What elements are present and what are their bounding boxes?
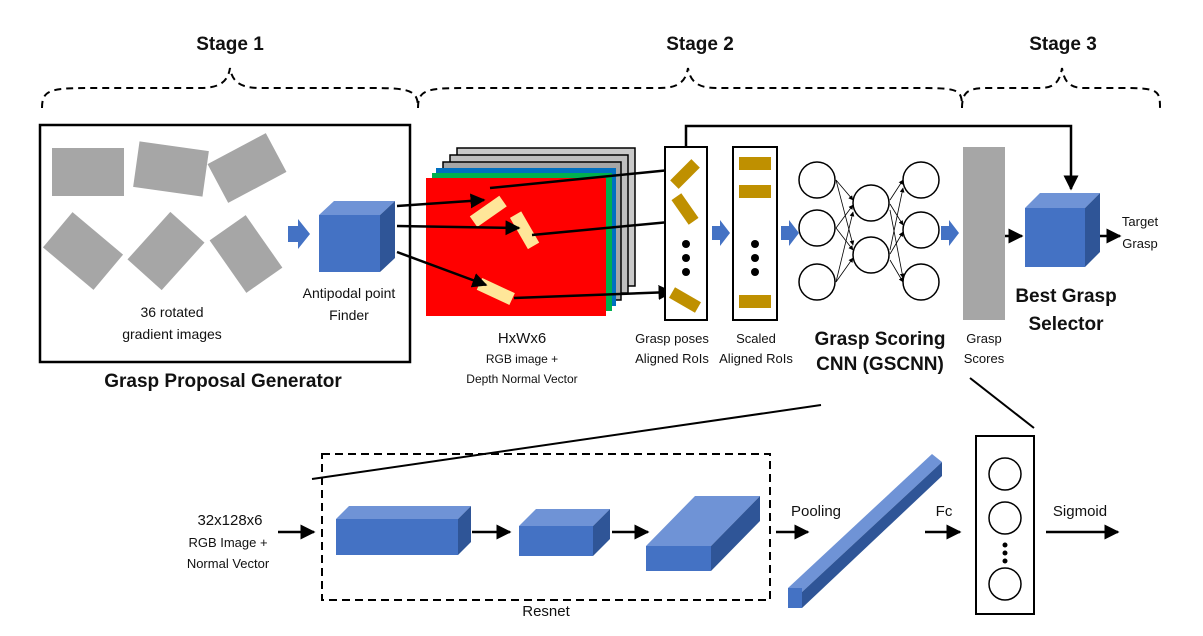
network-node <box>902 263 940 301</box>
grasp-proposal-marker <box>469 195 507 228</box>
stage2-brace <box>417 67 963 109</box>
stage1-brace <box>41 67 419 109</box>
zoom-line <box>969 377 1035 429</box>
stage3-brace <box>961 67 1161 109</box>
ellipsis-dot <box>751 268 759 276</box>
network-node <box>798 263 836 301</box>
grasp-scores-bar <box>963 147 1005 320</box>
aligned-roi <box>669 287 701 313</box>
target-grasp-label-line1: Target <box>1122 214 1159 229</box>
proposal-arrow <box>396 193 486 209</box>
stage3-label: Stage 3 <box>1029 34 1097 55</box>
flow-arrow <box>288 219 310 249</box>
gscnn-network <box>798 161 940 301</box>
scaled-roi <box>739 185 771 198</box>
aligned-rois-label-line2: Aligned RoIs <box>635 351 709 366</box>
roi-arrow <box>489 162 682 190</box>
zoom-line <box>311 404 822 480</box>
selector-title-line1: Best Grasp <box>1015 286 1116 307</box>
pooling-label: Pooling <box>791 503 841 520</box>
grasp-scores-label-line1: Grasp <box>966 331 1001 346</box>
network-node <box>852 184 890 222</box>
network-node <box>798 161 836 199</box>
finder-label-line1: Antipodal point <box>303 285 396 301</box>
feedback-connector <box>684 124 1079 191</box>
gradient-caption-line2: gradient images <box>122 326 222 342</box>
gradient-image <box>42 212 124 290</box>
network-node <box>902 211 940 249</box>
network-node <box>798 209 836 247</box>
resnet-block <box>336 506 471 555</box>
gradient-caption-line1: 36 rotated <box>140 304 203 320</box>
ellipsis-dot <box>751 240 759 248</box>
gradient-image <box>207 133 287 203</box>
network-node <box>852 236 890 274</box>
gradient-image <box>133 141 209 197</box>
detail-input-desc-line2: Normal Vector <box>187 556 270 571</box>
scaled-roi <box>739 157 771 170</box>
scaled-rois-label-line2: Aligned RoIs <box>719 351 793 366</box>
resnet-box <box>321 453 771 601</box>
proposal-arrow <box>396 220 521 236</box>
gscnn-title-line1: Grasp Scoring <box>815 329 946 350</box>
gradient-image <box>209 215 283 293</box>
aligned-rois-label-line1: Grasp poses <box>635 331 709 346</box>
fc-neuron <box>988 567 1022 601</box>
target-grasp-label-line2: Grasp <box>1122 236 1157 251</box>
proposal-arrow <box>396 250 488 288</box>
proposal-generator-box <box>38 123 412 364</box>
finder-label-line2: Finder <box>329 307 369 323</box>
fc-neuron <box>988 457 1022 491</box>
gradient-image <box>52 148 124 196</box>
scaled-rois <box>739 157 771 308</box>
fc-neurons <box>988 457 1022 601</box>
roi-arrow <box>531 214 682 237</box>
fc-label: Fc <box>936 503 953 520</box>
roi-arrow <box>513 285 674 301</box>
flow-arrow <box>712 220 730 246</box>
stage2-label: Stage 2 <box>666 34 734 55</box>
fc-neuron <box>988 501 1022 535</box>
rotated-gradient-images <box>42 133 287 293</box>
ellipsis-dot <box>1002 558 1008 564</box>
detail-input-dims: 32x128x6 <box>197 512 262 529</box>
proposal-generator-title: Grasp Proposal Generator <box>104 371 342 392</box>
aligned-roi <box>670 159 700 189</box>
best-grasp-selector-cube <box>1025 193 1100 267</box>
gradient-image <box>127 211 205 291</box>
selector-title-line2: Selector <box>1029 314 1105 335</box>
scaled-rois-label-line1: Scaled <box>736 331 776 346</box>
resnet-block <box>646 496 760 571</box>
flow-arrow <box>781 220 799 246</box>
ellipsis-dot <box>751 254 759 262</box>
input-desc-line1: RGB image + <box>486 352 558 366</box>
scaled-roi <box>739 295 771 308</box>
input-layer-stack <box>426 147 636 316</box>
input-dims-label: HxWx6 <box>498 330 546 347</box>
ellipsis-dot <box>1002 550 1008 556</box>
stage-braces <box>41 67 1161 109</box>
network-node <box>902 161 940 199</box>
scaled-rois-box <box>732 146 778 321</box>
stage1-label: Stage 1 <box>196 34 264 55</box>
input-desc-line2: Depth Normal Vector <box>466 372 577 386</box>
flow-arrow <box>941 220 959 246</box>
ellipsis-dot <box>682 254 690 262</box>
detail-input-desc-line1: RGB Image + <box>188 535 267 550</box>
pooled-feature-vector <box>788 454 942 608</box>
resnet-block <box>519 509 610 556</box>
aligned-roi <box>671 193 699 225</box>
resnet-label: Resnet <box>522 603 570 620</box>
gscnn-title-line2: CNN (GSCNN) <box>816 354 944 375</box>
ellipsis-dot <box>682 240 690 248</box>
sigmoid-label: Sigmoid <box>1053 503 1107 520</box>
ellipsis-dot <box>682 268 690 276</box>
grasp-scores-label-line2: Scores <box>964 351 1005 366</box>
ellipsis-dot <box>1002 542 1008 548</box>
antipodal-finder-cube <box>319 201 395 272</box>
aligned-rois <box>669 159 701 313</box>
